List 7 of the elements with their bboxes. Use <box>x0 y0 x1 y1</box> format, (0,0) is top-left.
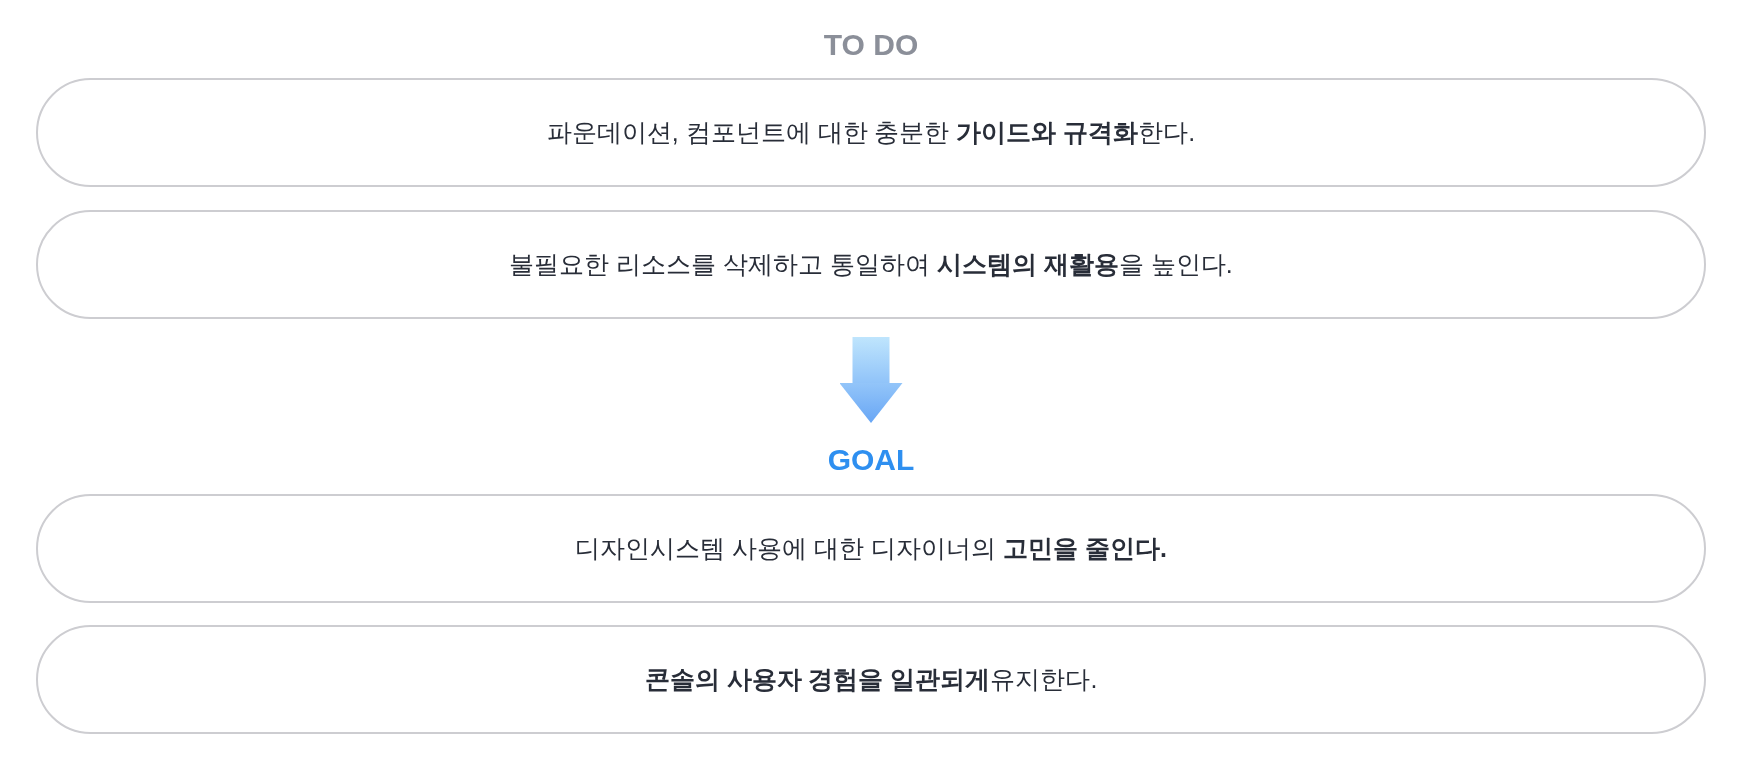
statement-text: 디자인시스템 사용에 대한 디자이너의 고민을 줄인다. <box>575 533 1167 565</box>
statement-text: 불필요한 리소스를 삭제하고 통일하여 시스템의 재활용을 높인다. <box>509 249 1233 281</box>
statement-text: 콘솔의 사용자 경험을 일관되게유지한다. <box>644 664 1098 696</box>
statement-text: 파운데이션, 컴포넌트에 대한 충분한 가이드와 규격화한다. <box>546 117 1196 149</box>
arrow <box>839 337 903 423</box>
section-heading: TO DO <box>823 27 919 63</box>
section-heading: GOAL <box>827 442 915 478</box>
